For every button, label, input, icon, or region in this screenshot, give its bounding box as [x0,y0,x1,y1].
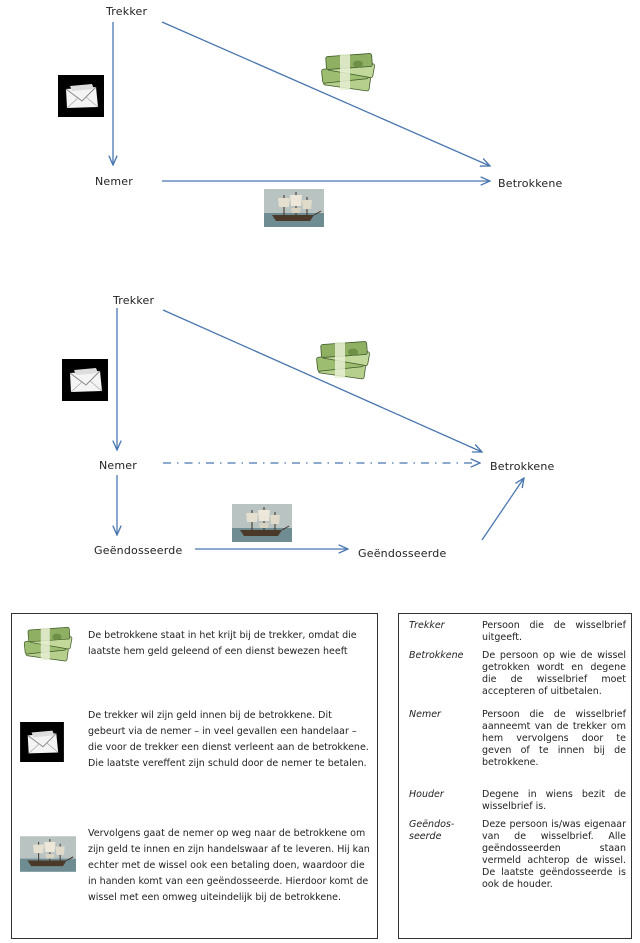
glossary-definition: Persoon die de wisselbrief aanneemt van … [482,709,626,768]
envelope-icon [62,359,108,401]
glossary-definition: Degene in wiens bezit de wisselbrief is. [482,789,626,812]
legend-box: De betrokkene staat in het krijt bij de … [11,613,378,939]
betrokkene-label-2: Betrokkene [490,460,555,473]
legend-ship-text: Vervolgens gaat de nemer op weg naar de … [88,828,370,903]
arrow-geendosseerde-betrokkene [481,478,524,541]
glossary-definition: Deze persoon is/was eigenaar van de wiss… [482,819,626,890]
ship-painting-icon [20,836,76,872]
glossary-term: Trekker [409,620,445,631]
betrokkene-label-1: Betrokkene [498,177,563,190]
money-stack-icon [318,52,378,92]
ship-painting-icon [264,188,324,228]
arrow-trekker-betrokkene-2 [162,309,482,452]
geendosseerde-label-1: Geëndosseerde [94,544,183,557]
glossary-term: Houder [409,789,444,800]
legend-envelope-text: De trekker wil zijn geld innen bij de be… [88,710,369,769]
diagram-arrows [0,21,640,600]
money-stack-icon [20,626,76,662]
money-stack-icon [313,340,373,380]
nemer-label-2: Nemer [99,459,138,472]
glossary-term: Betrokkene [409,650,464,661]
geendosseerde-label-2: Geëndosseerde [358,547,447,560]
arrow-trekker-betrokkene-1 [161,21,490,166]
glossary-definition: Persoon die de wisselbrief uitgeeft. [482,620,626,643]
trekker-label-2: Trekker [113,294,155,307]
nemer-label-1: Nemer [95,175,134,188]
envelope-icon [58,75,104,117]
glossary-box: Trekker Persoon die de wisselbrief uitge… [398,613,632,939]
glossary-definition: De persoon op wie de wissel getrokken wo… [482,650,626,697]
ship-painting-icon [232,503,292,543]
glossary-term: Nemer [409,709,441,720]
legend-money-text: De betrokkene staat in het krijt bij de … [88,630,357,657]
trekker-label-1: Trekker [106,5,148,18]
envelope-icon [20,722,64,762]
glossary-term: Geëndos-seerde [409,819,455,842]
